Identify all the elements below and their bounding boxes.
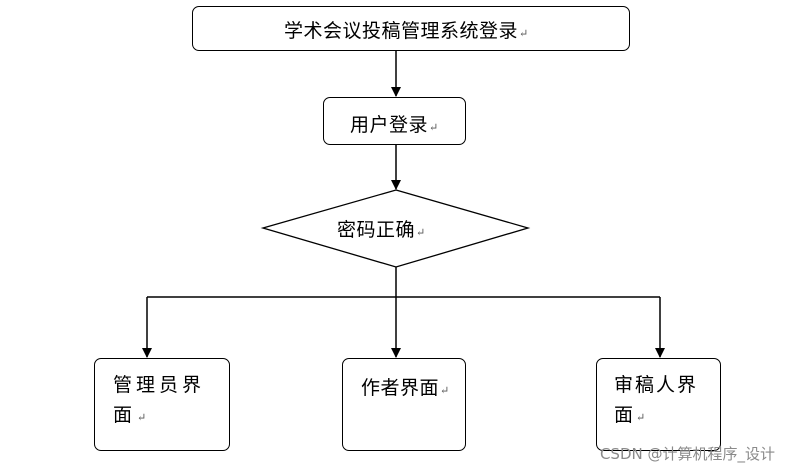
admin-node-text: 管理员界面 bbox=[113, 374, 206, 426]
decision-node-label: 密码正确↵ bbox=[337, 215, 426, 242]
paragraph-mark: ↵ bbox=[137, 411, 151, 424]
paragraph-mark: ↵ bbox=[636, 411, 648, 424]
paragraph-mark: ↵ bbox=[519, 27, 529, 40]
start-node-text: 学术会议投稿管理系统登录 bbox=[284, 20, 519, 42]
admin-node-label: 管理员界面↵ bbox=[113, 370, 213, 433]
reviewer-node-box bbox=[596, 358, 721, 451]
author-node-text: 作者界面 bbox=[361, 377, 440, 399]
author-node-box bbox=[342, 358, 466, 451]
watermark: CSDN @计算机程序_设计 bbox=[599, 445, 775, 463]
login-node-label: 用户登录↵ bbox=[350, 110, 439, 137]
author-node-label: 作者界面↵ bbox=[361, 373, 450, 400]
start-node-label: 学术会议投稿管理系统登录↵ bbox=[284, 16, 529, 43]
paragraph-mark: ↵ bbox=[416, 226, 426, 239]
login-node-box bbox=[323, 97, 466, 145]
admin-node-box bbox=[94, 358, 230, 451]
paragraph-mark: ↵ bbox=[429, 121, 439, 134]
paragraph-mark: ↵ bbox=[440, 384, 450, 397]
reviewer-node-label: 审稿人界面↵ bbox=[614, 370, 709, 433]
decision-node-text: 密码正确 bbox=[337, 219, 416, 241]
start-node-box bbox=[192, 6, 630, 51]
reviewer-node-text: 审稿人界面 bbox=[614, 374, 699, 426]
login-node-text: 用户登录 bbox=[350, 114, 429, 136]
